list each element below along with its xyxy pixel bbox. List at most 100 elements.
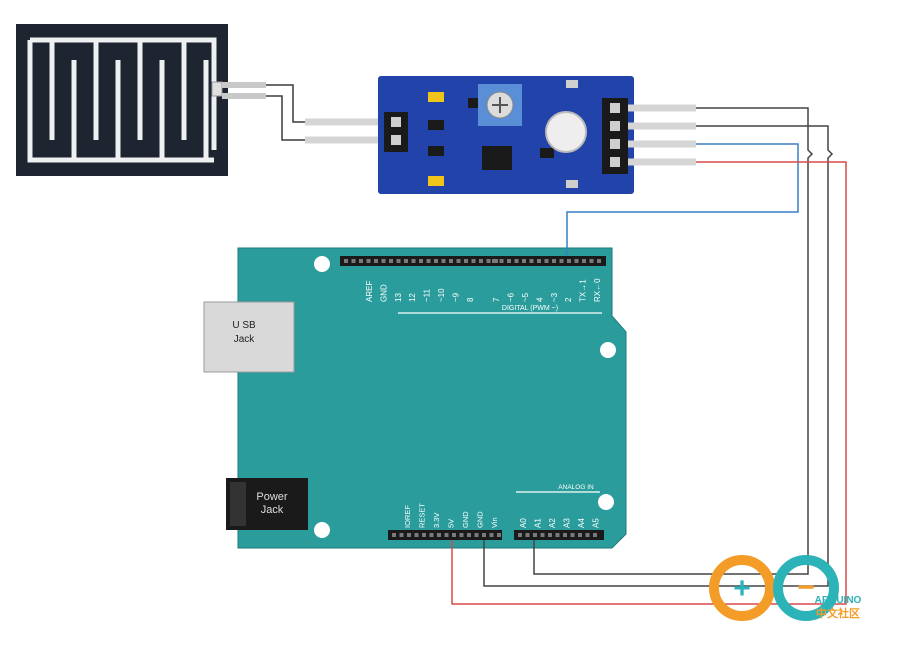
analog-pin-label-0: A0 <box>519 518 528 528</box>
bottom-left-pin-dot-14 <box>497 533 501 537</box>
sensor-leads <box>222 82 384 144</box>
top-left-pin-dot-14 <box>449 259 453 263</box>
analog-pin-label-4: A4 <box>577 518 586 528</box>
top-left-pin-dot-4 <box>374 259 378 263</box>
power-pin-label-1: RESET <box>418 503 427 528</box>
top-left-pin-dot-0 <box>344 259 348 263</box>
digital-header-label: DIGITAL (PWM ~) <box>502 305 558 312</box>
top-left-pin-dot-9 <box>411 259 416 263</box>
digital-pin-label-6: ~9 <box>451 292 460 302</box>
digital-pin-label-12: ~3 <box>550 292 559 302</box>
top-left-pin-dot-15 <box>456 259 461 263</box>
bottom-left-pin-dot-7 <box>444 533 449 537</box>
top-left-pin-dot-8 <box>404 259 408 263</box>
digital-pin-label-14: TX→1 <box>579 279 588 302</box>
power-jack: Power Jack <box>226 478 308 530</box>
power-pin-label-5: GND <box>476 511 485 528</box>
digital-pin-label-5: ~10 <box>437 288 446 302</box>
power-pin-label-2: 3.3V <box>432 513 441 528</box>
bottom-right-pin-dot-4 <box>548 533 552 537</box>
bottom-left-pin-dot-6 <box>437 533 441 537</box>
bottom-right-pin-dot-7 <box>570 533 575 537</box>
logo-plus-icon: + <box>733 572 751 605</box>
bottom-left-pin-dot-12 <box>482 533 486 537</box>
top-right-pin-dot-7 <box>544 259 549 263</box>
bottom-left-pin-dot-10 <box>467 533 471 537</box>
sensor-trace <box>27 37 217 163</box>
bottom-right-pin-dot-1 <box>525 533 530 537</box>
bottom-right-pin-dot-3 <box>540 533 545 537</box>
analog-pin-label-1: A1 <box>534 518 543 528</box>
wire-ground <box>483 125 834 587</box>
digital-pin-label-8: 7 <box>492 297 501 302</box>
top-left-pin-dot-5 <box>381 259 386 263</box>
top-left-pin-dot-10 <box>419 259 423 263</box>
analog-pin-label-5: A5 <box>592 518 601 528</box>
bottom-left-pin-dot-4 <box>422 533 426 537</box>
top-right-pin-dot-6 <box>537 259 541 263</box>
bottom-left-pin-dot-11 <box>474 533 479 537</box>
bottom-left-pin-dot-1 <box>399 533 404 537</box>
top-left-pin-dot-16 <box>464 259 468 263</box>
top-right-pin-dot-0 <box>492 259 496 263</box>
top-right-pin-dot-4 <box>522 259 526 263</box>
power-pin-label-6: Vin <box>490 517 499 528</box>
top-right-pin-dot-14 <box>597 259 601 263</box>
bottom-right-pin-dot-5 <box>555 533 560 537</box>
power-jack-label-line1: Power <box>256 491 288 503</box>
analog-pin-label-2: A2 <box>548 518 557 528</box>
digital-pin-label-10: ~5 <box>521 292 530 302</box>
top-left-pin-dot-3 <box>366 259 371 263</box>
rain-sensor-module <box>378 76 634 194</box>
top-right-pin-dot-3 <box>514 259 519 263</box>
logo-subtitle: 中文社区 <box>816 606 860 620</box>
digital-pin-label-9: ~6 <box>507 292 516 302</box>
bottom-right-pin-dot-0 <box>518 533 522 537</box>
analog-pin-label-3: A3 <box>563 518 572 528</box>
usb-jack-label-line1: U SB <box>232 320 256 331</box>
analog-pin-labels: A0 A1 A2 A3 A4 A5 <box>519 518 601 528</box>
potentiometer-icon <box>478 84 522 126</box>
bottom-right-pin-dot-2 <box>533 533 537 537</box>
digital-pin-label-15: RX←0 <box>593 278 602 302</box>
rain-sensor-plate <box>16 24 228 176</box>
bottom-right-pin-dot-6 <box>563 533 567 537</box>
module-output-leads <box>628 104 696 166</box>
digital-pin-label-13: 2 <box>564 297 573 302</box>
usb-jack: U SB Jack <box>203 301 295 373</box>
wires <box>451 107 847 605</box>
top-right-pin-dot-10 <box>567 259 571 263</box>
bottom-left-pin-dot-13 <box>489 533 494 537</box>
logo-minus-icon: − <box>797 571 815 604</box>
top-left-pin-dot-17 <box>471 259 476 263</box>
logo-brand: ARDUINO <box>815 595 862 606</box>
top-left-pin-dot-12 <box>434 259 438 263</box>
power-jack-label-line2: Jack <box>261 504 284 516</box>
digital-pin-label-1: GND <box>379 284 388 302</box>
top-left-pin-dot-1 <box>351 259 356 263</box>
top-right-pin-dot-1 <box>499 259 504 263</box>
bottom-left-pin-dot-3 <box>414 533 419 537</box>
power-pin-label-3: 5V <box>447 519 456 528</box>
top-right-pin-dot-5 <box>529 259 534 263</box>
digital-pin-label-4: ~11 <box>423 288 432 302</box>
top-left-pin-dot-7 <box>396 259 401 263</box>
digital-pin-label-7: 8 <box>466 297 475 302</box>
top-right-pin-dot-12 <box>582 259 586 263</box>
wire-digital-signal <box>566 143 799 256</box>
bottom-left-pin-dot-9 <box>459 533 464 537</box>
header-pin-dots <box>344 259 601 537</box>
power-pin-label-0: IOREF <box>403 505 412 528</box>
bottom-left-pin-dot-8 <box>452 533 456 537</box>
top-right-pin-dot-13 <box>589 259 594 263</box>
power-pin-label-4: GND <box>461 511 470 528</box>
usb-jack-label-line2: Jack <box>234 334 256 345</box>
bottom-right-pin-dot-10 <box>593 533 597 537</box>
top-left-pin-dot-6 <box>389 259 393 263</box>
analog-header-label: ANALOG IN <box>558 484 594 491</box>
top-left-pin-dot-19 <box>486 259 491 263</box>
wire-analog-signal <box>533 107 814 575</box>
digital-pin-label-2: 13 <box>394 293 403 302</box>
top-right-pin-dot-8 <box>552 259 556 263</box>
